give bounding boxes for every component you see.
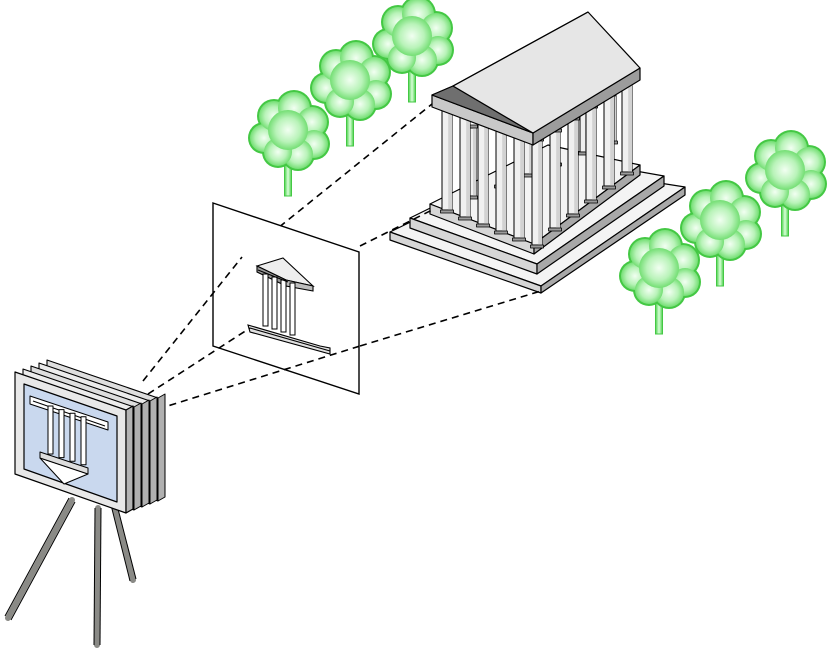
projected-column — [280, 279, 287, 333]
projected-base-step — [249, 327, 331, 352]
tree-canopy — [248, 90, 330, 171]
temple-column-front — [494, 123, 508, 235]
tree — [248, 90, 330, 197]
temple-column-side — [566, 116, 580, 218]
projection-line-bottom-right — [359, 290, 542, 347]
inverted-column — [69, 412, 76, 462]
temple-column-front — [530, 137, 544, 249]
projection-line-camera-top — [142, 256, 243, 382]
camera-back-frame-edge — [125, 405, 134, 514]
camera-bellows-edge — [157, 393, 166, 502]
tree — [619, 228, 701, 335]
tripod-leg-right — [111, 502, 136, 583]
trees — [248, 0, 827, 335]
tree-canopy — [310, 40, 392, 121]
projected-column — [289, 282, 296, 336]
projection-line-top-right — [359, 209, 433, 247]
tree — [310, 40, 392, 147]
temple-column-front — [458, 109, 472, 221]
temple-column-side — [602, 92, 616, 190]
temple-step-1-side — [540, 186, 686, 294]
inverted-column — [58, 409, 65, 459]
temple — [389, 11, 686, 294]
temple-roof-ridge — [452, 11, 589, 87]
tree-canopy — [745, 130, 827, 211]
camera-bellows-edge — [141, 399, 150, 508]
tree — [680, 180, 762, 287]
inverted-columns — [47, 405, 87, 466]
tripod-leg-center — [94, 505, 101, 648]
tree-canopy — [680, 180, 762, 261]
tree — [372, 0, 454, 103]
temple-column-side — [620, 80, 634, 176]
tree-canopy — [619, 228, 701, 309]
projection-line-camera-middle — [147, 327, 251, 395]
inverted-column — [47, 405, 54, 455]
temple-step-2-side — [536, 175, 665, 275]
inverted-column — [80, 416, 87, 466]
tripod-leg-left — [5, 497, 75, 621]
tree — [745, 130, 827, 237]
inverted-entablature — [39, 451, 89, 475]
tripod — [5, 497, 136, 648]
temple-column-side — [584, 104, 598, 204]
camera-inverted-image — [29, 395, 109, 485]
temple-column-front — [476, 116, 490, 228]
projected-column — [271, 276, 278, 330]
camera — [14, 359, 166, 514]
projected-columns — [257, 269, 296, 336]
temple-column-front — [512, 130, 526, 242]
projection-plane — [212, 202, 360, 395]
camera-bellows-edge — [133, 402, 142, 511]
temple-column-front — [440, 102, 454, 214]
tree-canopy — [372, 0, 454, 77]
projection-lines-near — [142, 256, 361, 410]
projected-column — [262, 273, 269, 327]
camera-bellows-edge — [149, 396, 158, 505]
temple-column-side — [548, 128, 562, 232]
projected-temple-image — [247, 257, 331, 355]
inverted-base-step — [32, 400, 106, 427]
